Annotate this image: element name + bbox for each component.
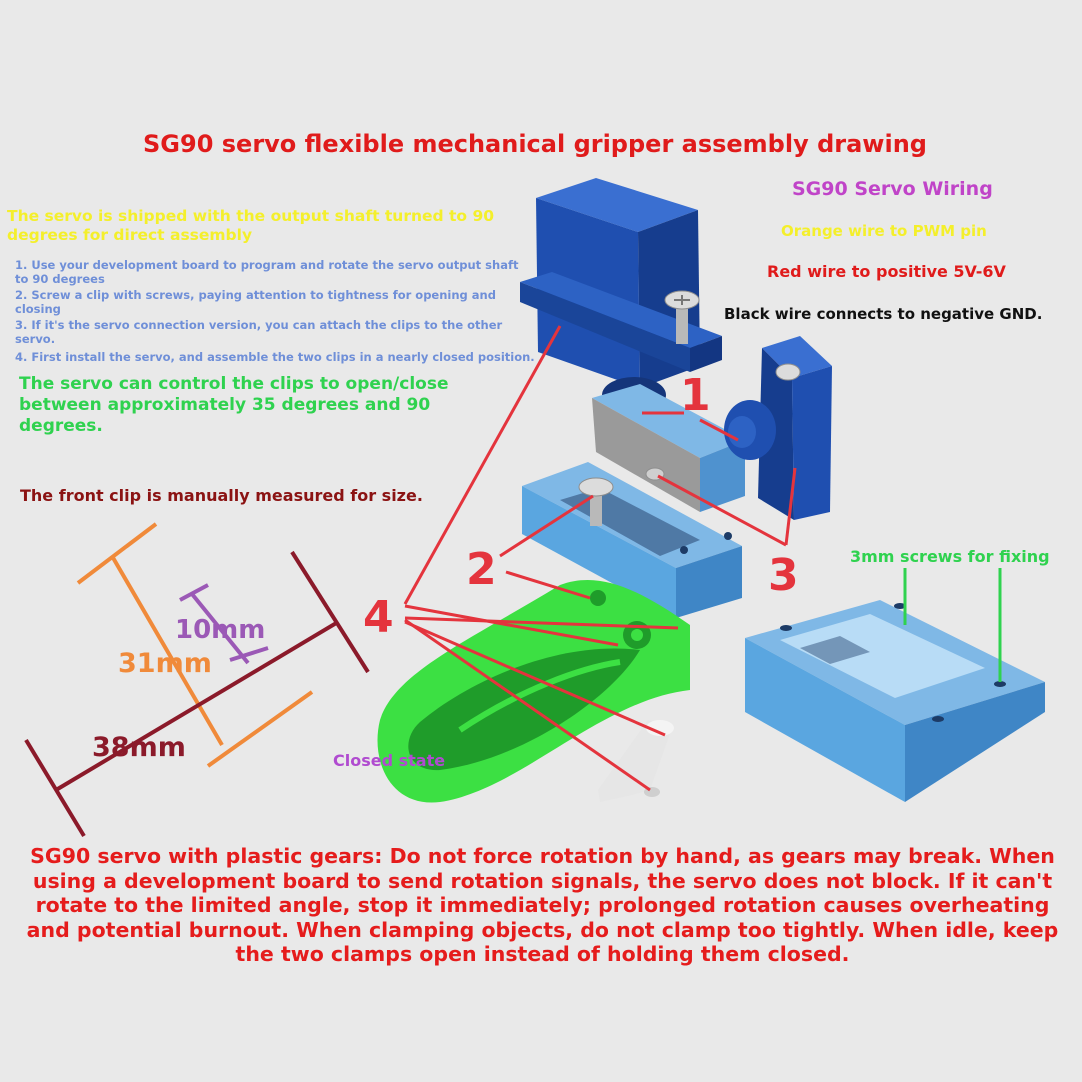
step-item: 1. Use your development board to program… bbox=[15, 258, 519, 286]
dimension-31mm bbox=[76, 522, 314, 768]
wiring-red: Red wire to positive 5V-6V bbox=[767, 262, 1006, 281]
screw-mount bbox=[578, 467, 665, 526]
warning-text: SG90 servo with plastic gears: Do not fo… bbox=[26, 844, 1059, 966]
dim-label-38mm: 38mm bbox=[92, 732, 186, 763]
wiring-title: SG90 Servo Wiring bbox=[792, 178, 993, 200]
assembly-steps: 1. Use your development board to program… bbox=[15, 258, 535, 380]
spare-mount bbox=[745, 600, 1045, 802]
green-clip bbox=[377, 579, 690, 803]
screw-top bbox=[664, 290, 700, 344]
range-note: The servo can control the clips to open/… bbox=[19, 374, 449, 436]
servo-side bbox=[724, 336, 832, 520]
callout-1: 1 bbox=[680, 370, 711, 421]
dim-label-10mm: 10mm bbox=[175, 615, 266, 645]
front-clip-note: The front clip is manually measured for … bbox=[20, 486, 423, 505]
screws-note: 3mm screws for fixing bbox=[850, 547, 1050, 566]
callout-2: 2 bbox=[466, 544, 497, 595]
callout-3: 3 bbox=[768, 550, 799, 601]
callout-4: 4 bbox=[363, 592, 394, 643]
step-item: 4. First install the servo, and assemble… bbox=[15, 350, 535, 364]
dimension-10mm bbox=[179, 583, 269, 665]
closed-state-label: Closed state bbox=[333, 751, 446, 770]
dim-label-31mm: 31mm bbox=[118, 648, 212, 679]
wiring-black: Black wire connects to negative GND. bbox=[724, 305, 1043, 323]
shipping-note: The servo is shipped with the output sha… bbox=[7, 207, 495, 244]
callout-lines bbox=[403, 325, 797, 792]
wiring-orange: Orange wire to PWM pin bbox=[781, 222, 987, 240]
step-item: 3. If it's the servo connection version,… bbox=[15, 318, 503, 346]
page-title: SG90 servo flexible mechanical gripper a… bbox=[143, 130, 927, 158]
dimension-38mm bbox=[24, 550, 370, 838]
step-item: 2. Screw a clip with screws, paying atte… bbox=[15, 288, 496, 316]
